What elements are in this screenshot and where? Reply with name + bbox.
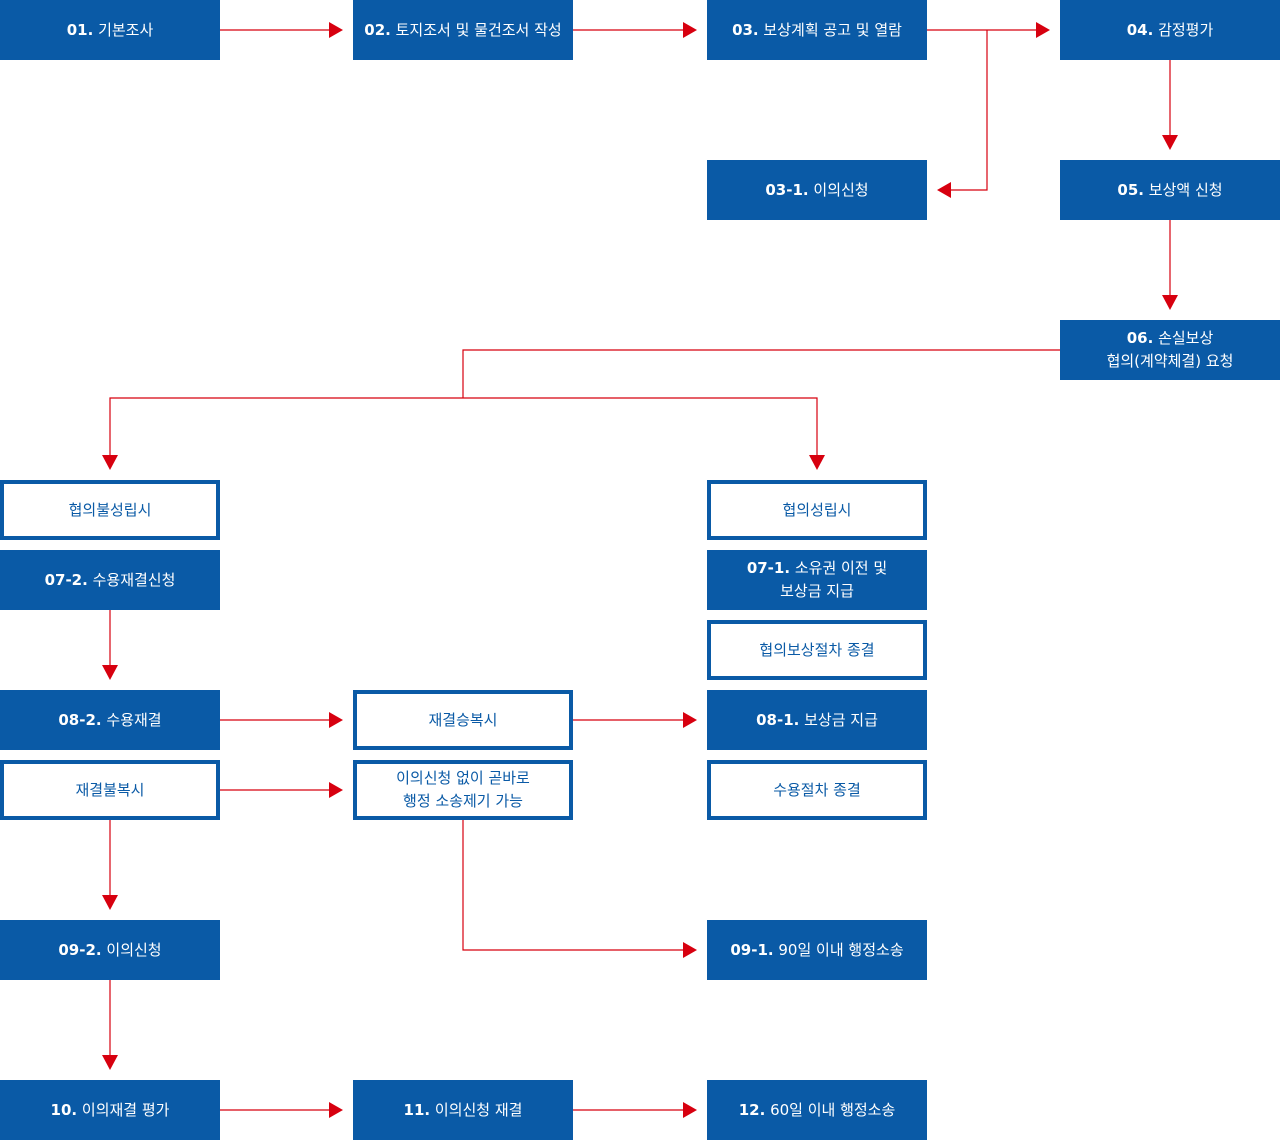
condition-label: 수용절차 종결	[773, 780, 861, 799]
step-label: 보상액 신청	[1148, 180, 1223, 199]
condition-label: 협의불성립시	[68, 500, 152, 519]
step-label: 이의신청	[813, 180, 869, 199]
step-label: 90일 이내 행정소송	[778, 940, 904, 959]
step-number: 03-1.	[765, 180, 809, 199]
arrowhead	[102, 455, 118, 470]
step-number: 12.	[738, 1100, 766, 1119]
step-04-box: 04. 감정평가	[1060, 0, 1280, 60]
expropriation-end-box: 수용절차 종결	[707, 760, 927, 820]
step-09-2-box: 09-2. 이의신청	[0, 920, 220, 980]
step-09-1-box: 09-1. 90일 이내 행정소송	[707, 920, 927, 980]
step-number: 05.	[1117, 180, 1144, 199]
arrow-03-031	[950, 30, 988, 191]
step-06-box: 06. 손실보상 협의(계약체결) 요청	[1060, 320, 1280, 380]
arrowhead	[329, 782, 343, 798]
arrowhead	[102, 895, 118, 910]
step-label: 수용재결	[106, 710, 162, 729]
step-08-1-box: 08-1. 보상금 지급	[707, 690, 927, 750]
step-label: 이의재결 평가	[81, 1100, 170, 1119]
step-10-box: 10. 이의재결 평가	[0, 1080, 220, 1140]
arrow-06-split	[462, 349, 1060, 398]
step-label: 수용재결신청	[92, 570, 176, 589]
arrowhead	[1162, 295, 1178, 310]
arrowhead	[683, 22, 697, 38]
step-07-1-box: 07-1. 소유권 이전 및 보상금 지급	[707, 550, 927, 610]
step-12-box: 12. 60일 이내 행정소송	[707, 1080, 927, 1140]
arrowhead	[102, 1055, 118, 1070]
step-label: 이의신청	[106, 940, 162, 959]
arrowhead	[809, 455, 825, 470]
step-number: 04.	[1126, 20, 1154, 39]
condition-label: 이의신청 없이 곧바로 행정 소송제기 가능	[396, 769, 530, 810]
step-label: 보상계획 공고 및 열람	[763, 20, 902, 39]
step-07-2-box: 07-2. 수용재결신청	[0, 550, 220, 610]
arrowhead	[329, 1102, 343, 1118]
step-number: 11.	[403, 1100, 431, 1119]
step-number: 08-2.	[58, 710, 102, 729]
step-label: 이의신청 재결	[434, 1100, 523, 1119]
step-number: 01.	[66, 20, 94, 39]
step-number: 08-1.	[756, 710, 800, 729]
step-05-box: 05. 보상액 신청	[1060, 160, 1280, 220]
step-number: 10.	[50, 1100, 78, 1119]
agreement-reached-box: 협의성립시	[707, 480, 927, 540]
direct-lawsuit-box: 이의신청 없이 곧바로 행정 소송제기 가능	[353, 760, 573, 820]
step-number: 07-1.	[746, 559, 791, 577]
condition-label: 재결승복시	[428, 710, 498, 729]
arrow-direct-091	[462, 820, 683, 951]
step-label: 보상금 지급	[804, 710, 878, 729]
step-03-1-box: 03-1. 이의신청	[707, 160, 927, 220]
condition-label: 재결불복시	[75, 780, 145, 799]
arrowhead	[683, 942, 697, 958]
step-label: 60일 이내 행정소송	[770, 1100, 896, 1119]
step-01-box: 01. 기본조사	[0, 0, 220, 60]
arrowhead	[683, 1102, 697, 1118]
step-number: 09-1.	[730, 940, 774, 959]
step-number: 02.	[364, 20, 391, 39]
arrow-split-branches	[109, 397, 818, 456]
arrowhead	[329, 22, 343, 38]
arrowhead	[937, 182, 951, 198]
step-number: 07-2.	[44, 570, 88, 589]
condition-label: 협의보상절차 종결	[759, 640, 875, 659]
arrowhead	[329, 712, 343, 728]
step-label: 감정평가	[1158, 20, 1214, 39]
step-08-2-box: 08-2. 수용재결	[0, 690, 220, 750]
step-02-box: 02. 토지조서 및 물건조서 작성	[353, 0, 573, 60]
step-number: 03.	[732, 20, 759, 39]
step-number: 09-2.	[58, 940, 102, 959]
step-03-box: 03. 보상계획 공고 및 열람	[707, 0, 927, 60]
arrowhead	[683, 712, 697, 728]
ruling-rejected-box: 재결불복시	[0, 760, 220, 820]
step-label: 손실보상 협의(계약체결) 요청	[1106, 329, 1234, 370]
arrowhead	[1036, 22, 1050, 38]
condition-label: 협의성립시	[782, 500, 852, 519]
arrowhead	[1162, 135, 1178, 150]
arrowhead	[102, 665, 118, 680]
step-label: 기본조사	[98, 20, 154, 39]
step-label: 토지조서 및 물건조서 작성	[395, 20, 562, 39]
agreement-end-box: 협의보상절차 종결	[707, 620, 927, 680]
step-number: 06.	[1126, 329, 1154, 347]
ruling-accepted-box: 재결승복시	[353, 690, 573, 750]
step-label: 소유권 이전 및 보상금 지급	[780, 559, 888, 600]
step-11-box: 11. 이의신청 재결	[353, 1080, 573, 1140]
agreement-failed-box: 협의불성립시	[0, 480, 220, 540]
